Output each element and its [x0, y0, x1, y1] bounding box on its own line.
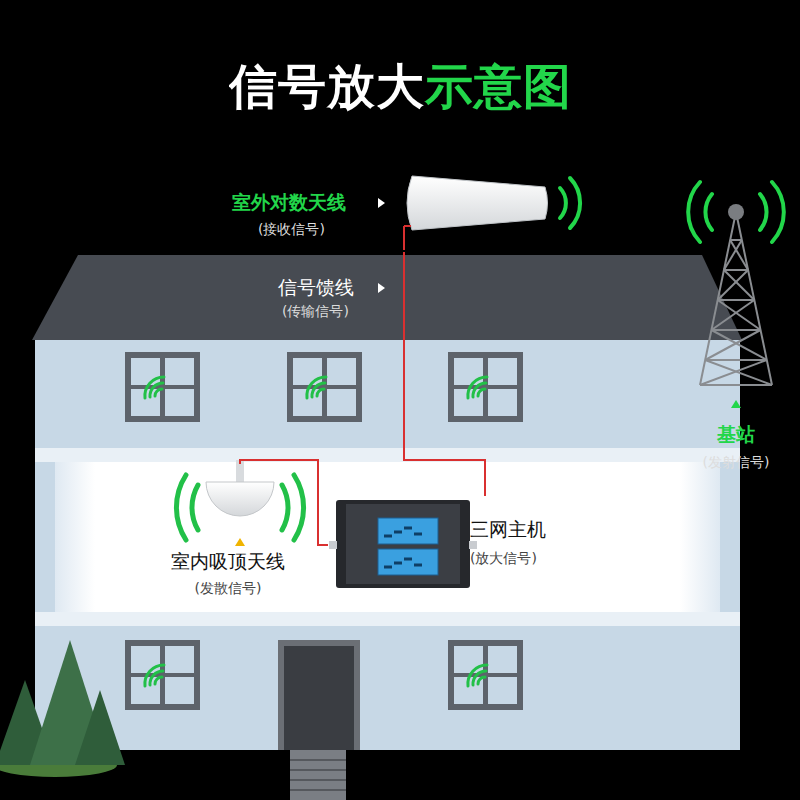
illustration-shape — [448, 640, 523, 710]
illustration-shape — [724, 240, 742, 270]
illustration-shape — [403, 226, 405, 250]
illustration-shape — [384, 528, 422, 567]
indoor-antenna: 室内吸顶天线 (发散信号) — [158, 464, 298, 604]
outdoor-antenna: 室外对数天线 (接收信号) — [225, 165, 560, 252]
device-name: 三网主机 — [470, 518, 546, 541]
illustration-shape — [206, 482, 274, 516]
illustration-shape — [378, 198, 385, 208]
illustration-shape — [700, 212, 772, 385]
illustration-shape — [378, 283, 385, 293]
cable-role: (传输信号) — [282, 303, 349, 320]
illustration-shape — [700, 360, 767, 385]
illustration-shape — [718, 300, 761, 330]
device-role: (接收信号) — [258, 221, 325, 238]
illustration-shape — [125, 640, 200, 710]
illustration-shape — [378, 549, 438, 575]
host-unit: 三网主机 (放大信号) — [328, 496, 568, 590]
title: 信号放大示意图 — [229, 58, 572, 116]
illustration-shape — [705, 360, 772, 385]
label-holder: (传输信号) — [0, 0, 67, 17]
illustration-shape — [700, 384, 772, 386]
illustration-shape — [290, 750, 346, 800]
device-name: 室外对数天线 — [232, 191, 346, 214]
illustration-shape — [718, 299, 755, 301]
illustration-shape — [407, 176, 548, 230]
illustration-shape — [235, 538, 245, 546]
illustration-shape — [35, 340, 740, 750]
illustration-shape — [728, 204, 744, 220]
illustration-shape — [711, 330, 766, 360]
illustration-shape — [730, 239, 742, 241]
illustration-shape — [448, 352, 523, 422]
illustration-shape — [731, 400, 741, 408]
illustration-shape — [705, 359, 767, 361]
illustration-shape — [278, 640, 360, 750]
base-station: 基站 (发射信号) — [680, 180, 792, 480]
label-holder: 信号馈线 — [0, 0, 76, 23]
cable-label: 信号馈线 — [278, 276, 354, 299]
illustration-shape — [711, 300, 754, 330]
illustration-shape — [35, 612, 740, 626]
illustration-shape — [724, 270, 754, 300]
illustration-shape — [125, 352, 200, 422]
illustration-shape — [55, 462, 720, 612]
illustration-shape — [35, 448, 740, 462]
illustration-shape — [688, 182, 784, 242]
device-name: 基站 — [717, 423, 755, 446]
title-bar: 信号放大示意图 — [0, 58, 800, 116]
device-role: (发散信号) — [195, 580, 262, 597]
illustration-shape — [75, 690, 125, 765]
feed-cable — [404, 252, 485, 496]
feed-cable — [240, 460, 328, 545]
illustration-shape — [404, 225, 411, 227]
illustration-shape — [346, 504, 460, 584]
illustration-shape — [329, 541, 337, 549]
illustration-shape — [336, 500, 470, 588]
illustration-shape — [560, 178, 580, 228]
illustration-shape — [290, 760, 346, 790]
illustration-shape — [705, 330, 760, 360]
illustration-shape — [469, 541, 477, 549]
illustration-shape — [287, 352, 362, 422]
illustration-shape — [724, 269, 748, 271]
illustration-shape — [32, 255, 742, 340]
device-role: (发射信号) — [703, 454, 770, 471]
illustration-shape — [378, 518, 438, 544]
device-name: 室内吸顶天线 — [171, 550, 285, 573]
device-role: (放大信号) — [470, 550, 537, 567]
illustration-shape — [176, 475, 303, 540]
illustration-shape — [718, 270, 748, 300]
illustration-shape — [284, 646, 354, 750]
illustration-shape — [711, 329, 760, 331]
